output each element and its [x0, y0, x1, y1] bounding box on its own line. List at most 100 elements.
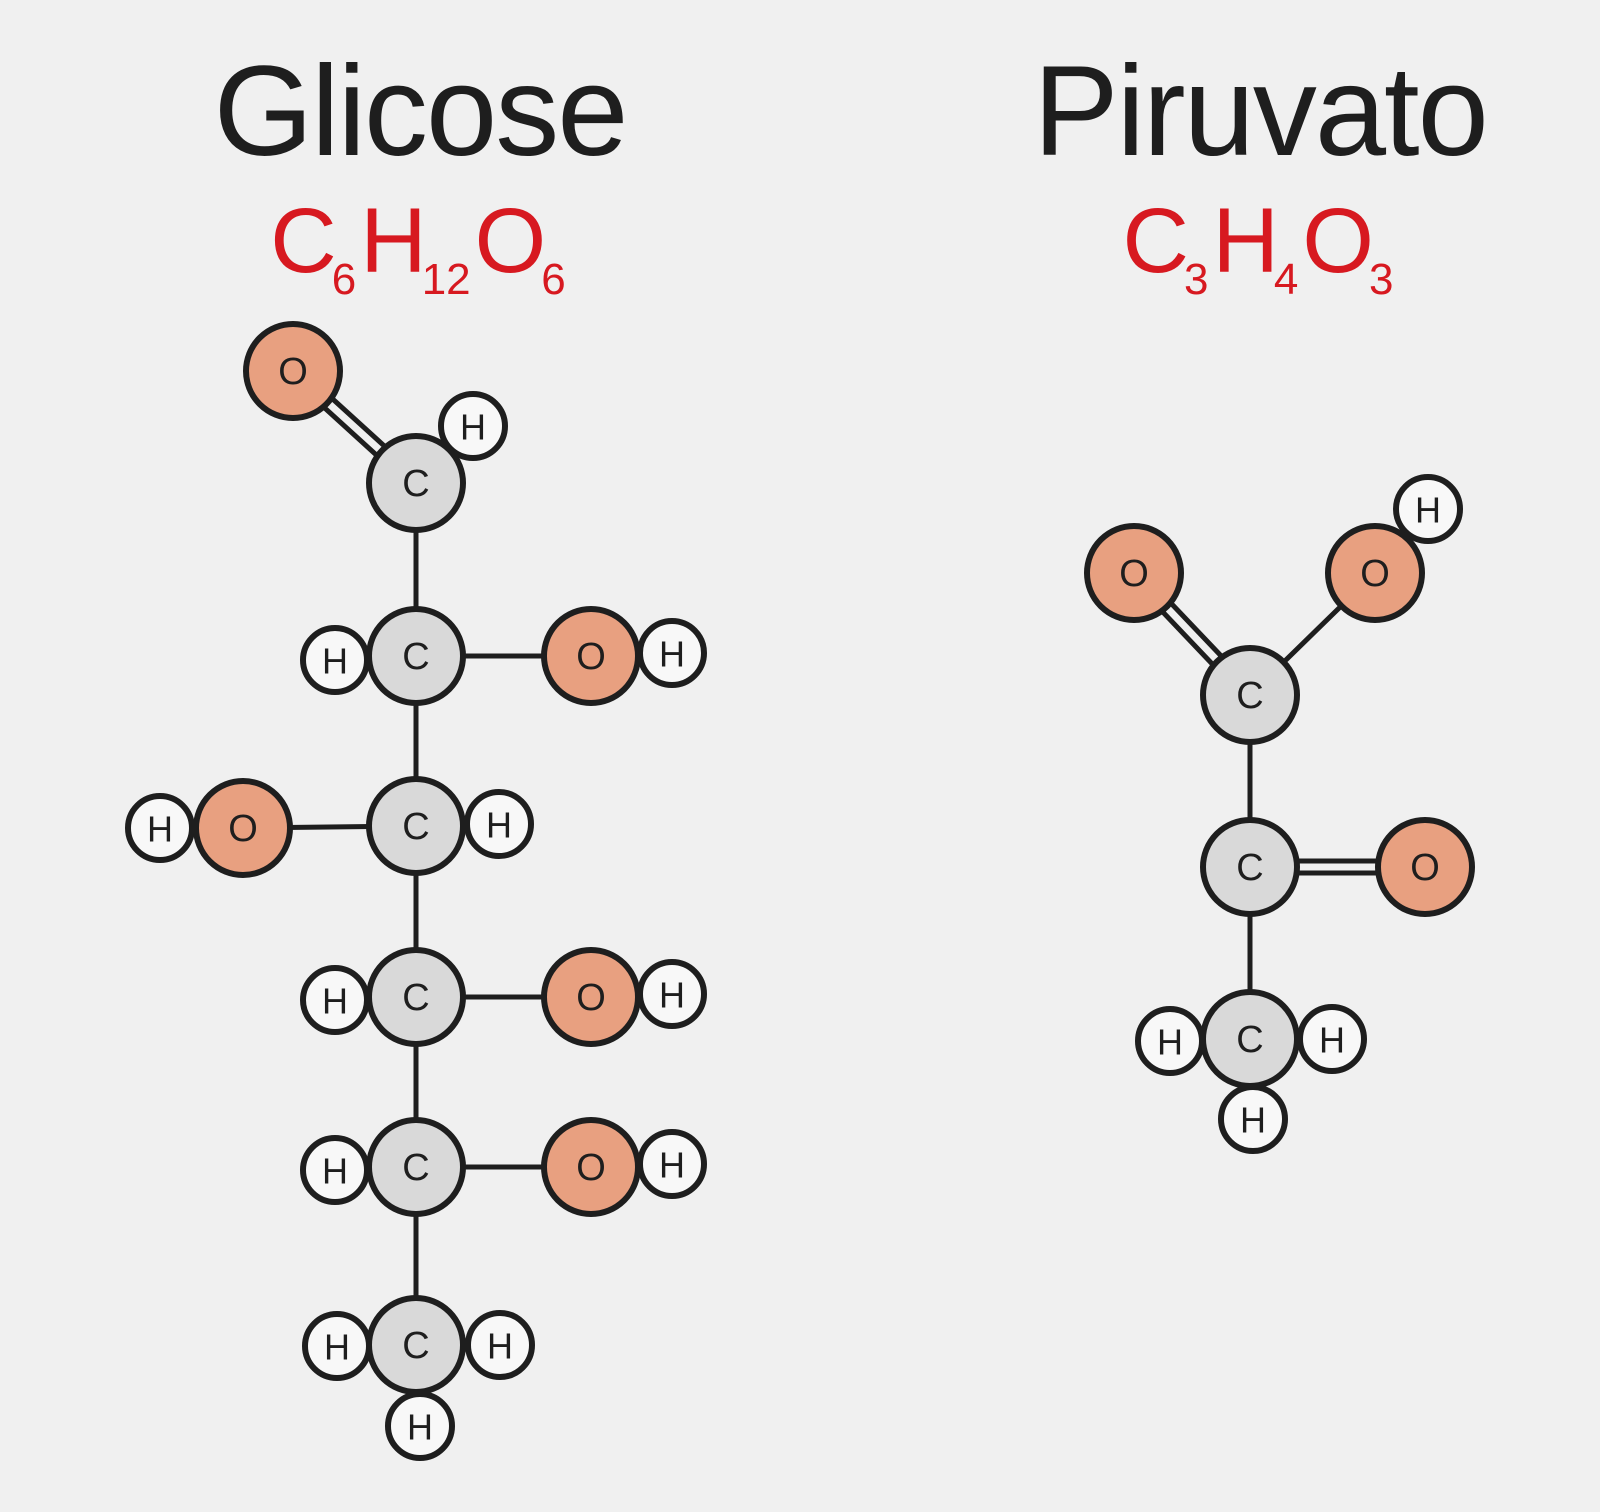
- carbon-atom-label: C: [402, 1325, 429, 1367]
- carbon-atom: C: [366, 433, 466, 533]
- hydrogen-atom: H: [637, 618, 707, 688]
- hydrogen-atom: H: [1393, 474, 1463, 544]
- formula-element: H: [1212, 190, 1278, 292]
- oxygen-atom-label: O: [576, 1147, 606, 1189]
- hydrogen-atom: H: [300, 625, 370, 695]
- pyruvate-title: Piruvato: [1033, 40, 1489, 183]
- formula-subscript: 6: [541, 255, 566, 304]
- oxygen-atom-circle: [541, 947, 641, 1047]
- hydrogen-atom-label: H: [460, 407, 486, 448]
- oxygen-atom: O: [541, 606, 641, 706]
- formula-element: C: [270, 190, 336, 292]
- hydrogen-atom-label: H: [322, 641, 348, 682]
- hydrogen-atom-circle: [465, 1310, 535, 1380]
- pyruvate-formula: C3H4O3: [860, 195, 1600, 302]
- carbon-atom-circle: [366, 947, 466, 1047]
- oxygen-atom-label: O: [576, 977, 606, 1019]
- hydrogen-atom: H: [637, 959, 707, 1029]
- carbon-atom: C: [366, 947, 466, 1047]
- oxygen-atom: O: [193, 778, 293, 878]
- formula-subscript: 3: [1368, 255, 1394, 304]
- carbon-atom-circle: [366, 776, 466, 876]
- formula-subscript: 12: [421, 255, 471, 304]
- hydrogen-atom-label: H: [322, 1151, 348, 1192]
- hydrogen-atom-circle: [125, 793, 195, 863]
- carbon-atom-circle: [1200, 645, 1300, 745]
- hydrogen-atom: H: [464, 789, 534, 859]
- carbon-atom: C: [366, 606, 466, 706]
- oxygen-atom-label: O: [1360, 553, 1390, 595]
- hydrogen-atom: H: [1135, 1006, 1205, 1076]
- oxygen-atom: O: [1375, 817, 1475, 917]
- hydrogen-atom-label: H: [659, 634, 685, 675]
- carbon-atom-label: C: [402, 463, 429, 505]
- oxygen-atom-label: O: [278, 351, 308, 393]
- oxygen-atom-label: O: [576, 636, 606, 678]
- hydrogen-atom: H: [465, 1310, 535, 1380]
- formula-subscript: 3: [1183, 255, 1209, 304]
- hydrogen-atom: H: [438, 391, 508, 461]
- carbon-atom-label: C: [402, 806, 429, 848]
- hydrogen-atom-circle: [438, 391, 508, 461]
- glucose-formula: C6H12O6: [20, 195, 820, 302]
- hydrogen-atom: H: [125, 793, 195, 863]
- hydrogen-atom-label: H: [659, 975, 685, 1016]
- hydrogen-atom: H: [1297, 1004, 1367, 1074]
- hydrogen-atom-circle: [1393, 474, 1463, 544]
- hydrogen-atom-label: H: [1319, 1020, 1345, 1061]
- oxygen-atom-circle: [243, 321, 343, 421]
- formula-element: H: [360, 190, 426, 292]
- oxygen-atom: O: [1325, 523, 1425, 623]
- hydrogen-atom: H: [637, 1129, 707, 1199]
- formula-subscript: 6: [331, 255, 357, 304]
- hydrogen-atom: H: [300, 965, 370, 1035]
- carbon-atom-circle: [366, 1295, 466, 1395]
- oxygen-atom-circle: [1325, 523, 1425, 623]
- carbon-atom-circle: [1200, 989, 1300, 1089]
- oxygen-atom-label: O: [228, 808, 258, 850]
- carbon-atom-label: C: [1236, 1019, 1263, 1061]
- carbon-atom-circle: [366, 1117, 466, 1217]
- oxygen-atom-circle: [541, 1117, 641, 1217]
- hydrogen-atom-label: H: [1240, 1100, 1266, 1141]
- hydrogen-atom-label: H: [1415, 490, 1441, 531]
- carbon-atom-label: C: [402, 1147, 429, 1189]
- carbon-atom-label: C: [402, 977, 429, 1019]
- hydrogen-atom-label: H: [1157, 1022, 1183, 1063]
- oxygen-atom-label: O: [1410, 847, 1440, 889]
- carbon-atom-label: C: [402, 636, 429, 678]
- hydrogen-atom-label: H: [659, 1145, 685, 1186]
- hydrogen-atom: H: [1218, 1084, 1288, 1154]
- formula-subscript: 4: [1273, 255, 1299, 304]
- oxygen-atom-circle: [1375, 817, 1475, 917]
- carbon-atom: C: [1200, 817, 1300, 917]
- glucose-title: Glicose: [213, 40, 629, 183]
- carbon-atom: C: [1200, 645, 1300, 745]
- carbon-atom-circle: [366, 606, 466, 706]
- carbon-atom: C: [366, 1295, 466, 1395]
- carbon-atom-circle: [1200, 817, 1300, 917]
- oxygen-atom: O: [243, 321, 343, 421]
- carbon-atom: C: [366, 776, 466, 876]
- oxygen-atom: O: [1084, 523, 1184, 623]
- hydrogen-atom-circle: [464, 789, 534, 859]
- formula-element: O: [474, 190, 547, 292]
- carbon-atom-label: C: [1236, 675, 1263, 717]
- formula-element: O: [1302, 190, 1374, 292]
- hydrogen-atom-label: H: [487, 1326, 513, 1367]
- hydrogen-atom-label: H: [407, 1407, 433, 1448]
- carbon-atom: C: [1200, 989, 1300, 1089]
- hydrogen-atom: H: [302, 1311, 372, 1381]
- carbon-atom-circle: [366, 433, 466, 533]
- oxygen-atom-circle: [193, 778, 293, 878]
- hydrogen-atom: H: [385, 1391, 455, 1461]
- carbon-atom: C: [366, 1117, 466, 1217]
- oxygen-atom: O: [541, 1117, 641, 1217]
- oxygen-atom-circle: [1084, 523, 1184, 623]
- hydrogen-atom-label: H: [486, 805, 512, 846]
- hydrogen-atom: H: [300, 1135, 370, 1205]
- oxygen-atom-label: O: [1119, 553, 1149, 595]
- carbon-atom-label: C: [1236, 847, 1263, 889]
- hydrogen-atom-label: H: [322, 981, 348, 1022]
